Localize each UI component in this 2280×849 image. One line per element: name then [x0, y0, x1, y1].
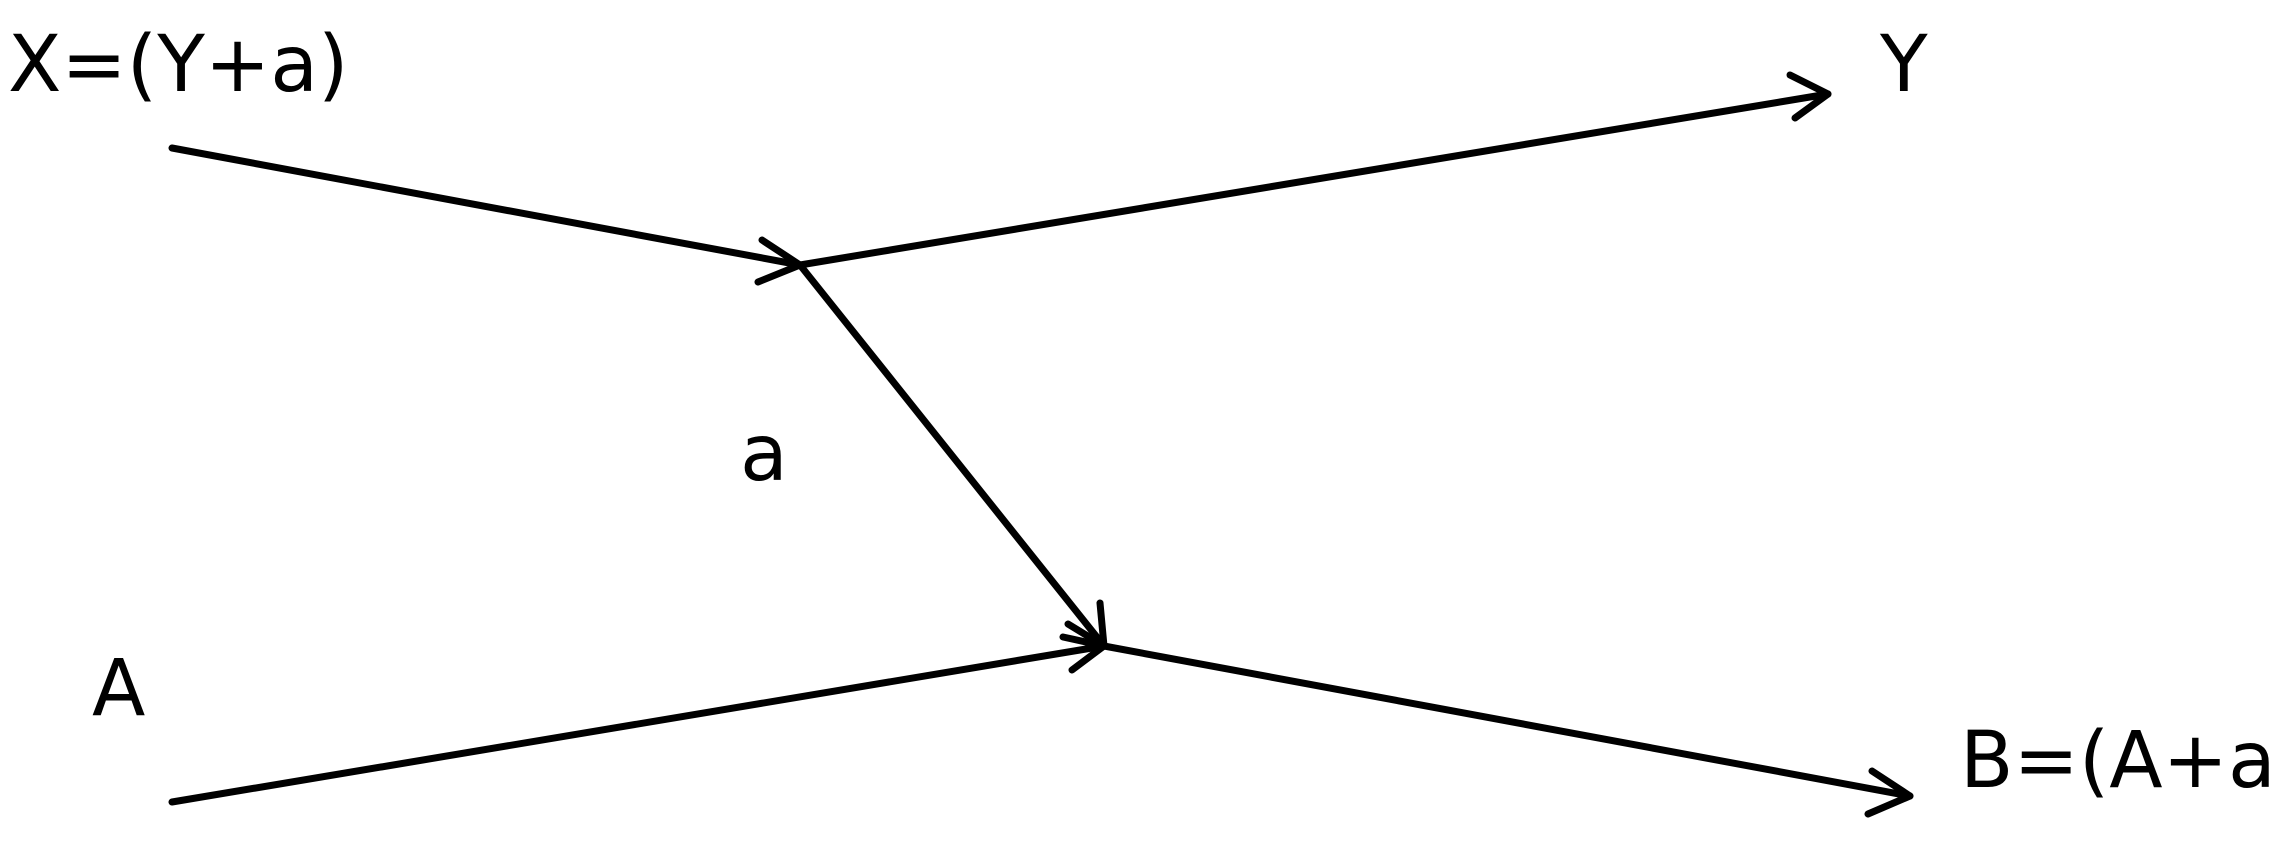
line-y-outgoing: [796, 90, 1832, 269]
line-x-incoming: [168, 144, 804, 269]
arrowhead-y: [1786, 71, 1832, 122]
arrowhead-b: [1864, 767, 1914, 818]
label-b: B=(A+a): [1960, 716, 2280, 806]
label-exchange-a: a: [740, 409, 788, 499]
line-a-incoming: [168, 642, 1108, 806]
line-a-exchange: [796, 261, 1108, 650]
line-b-outgoing: [1100, 642, 1914, 800]
label-x: X=(Y+a): [8, 20, 349, 110]
label-a: A: [92, 644, 146, 734]
label-y: Y: [1880, 20, 1928, 110]
